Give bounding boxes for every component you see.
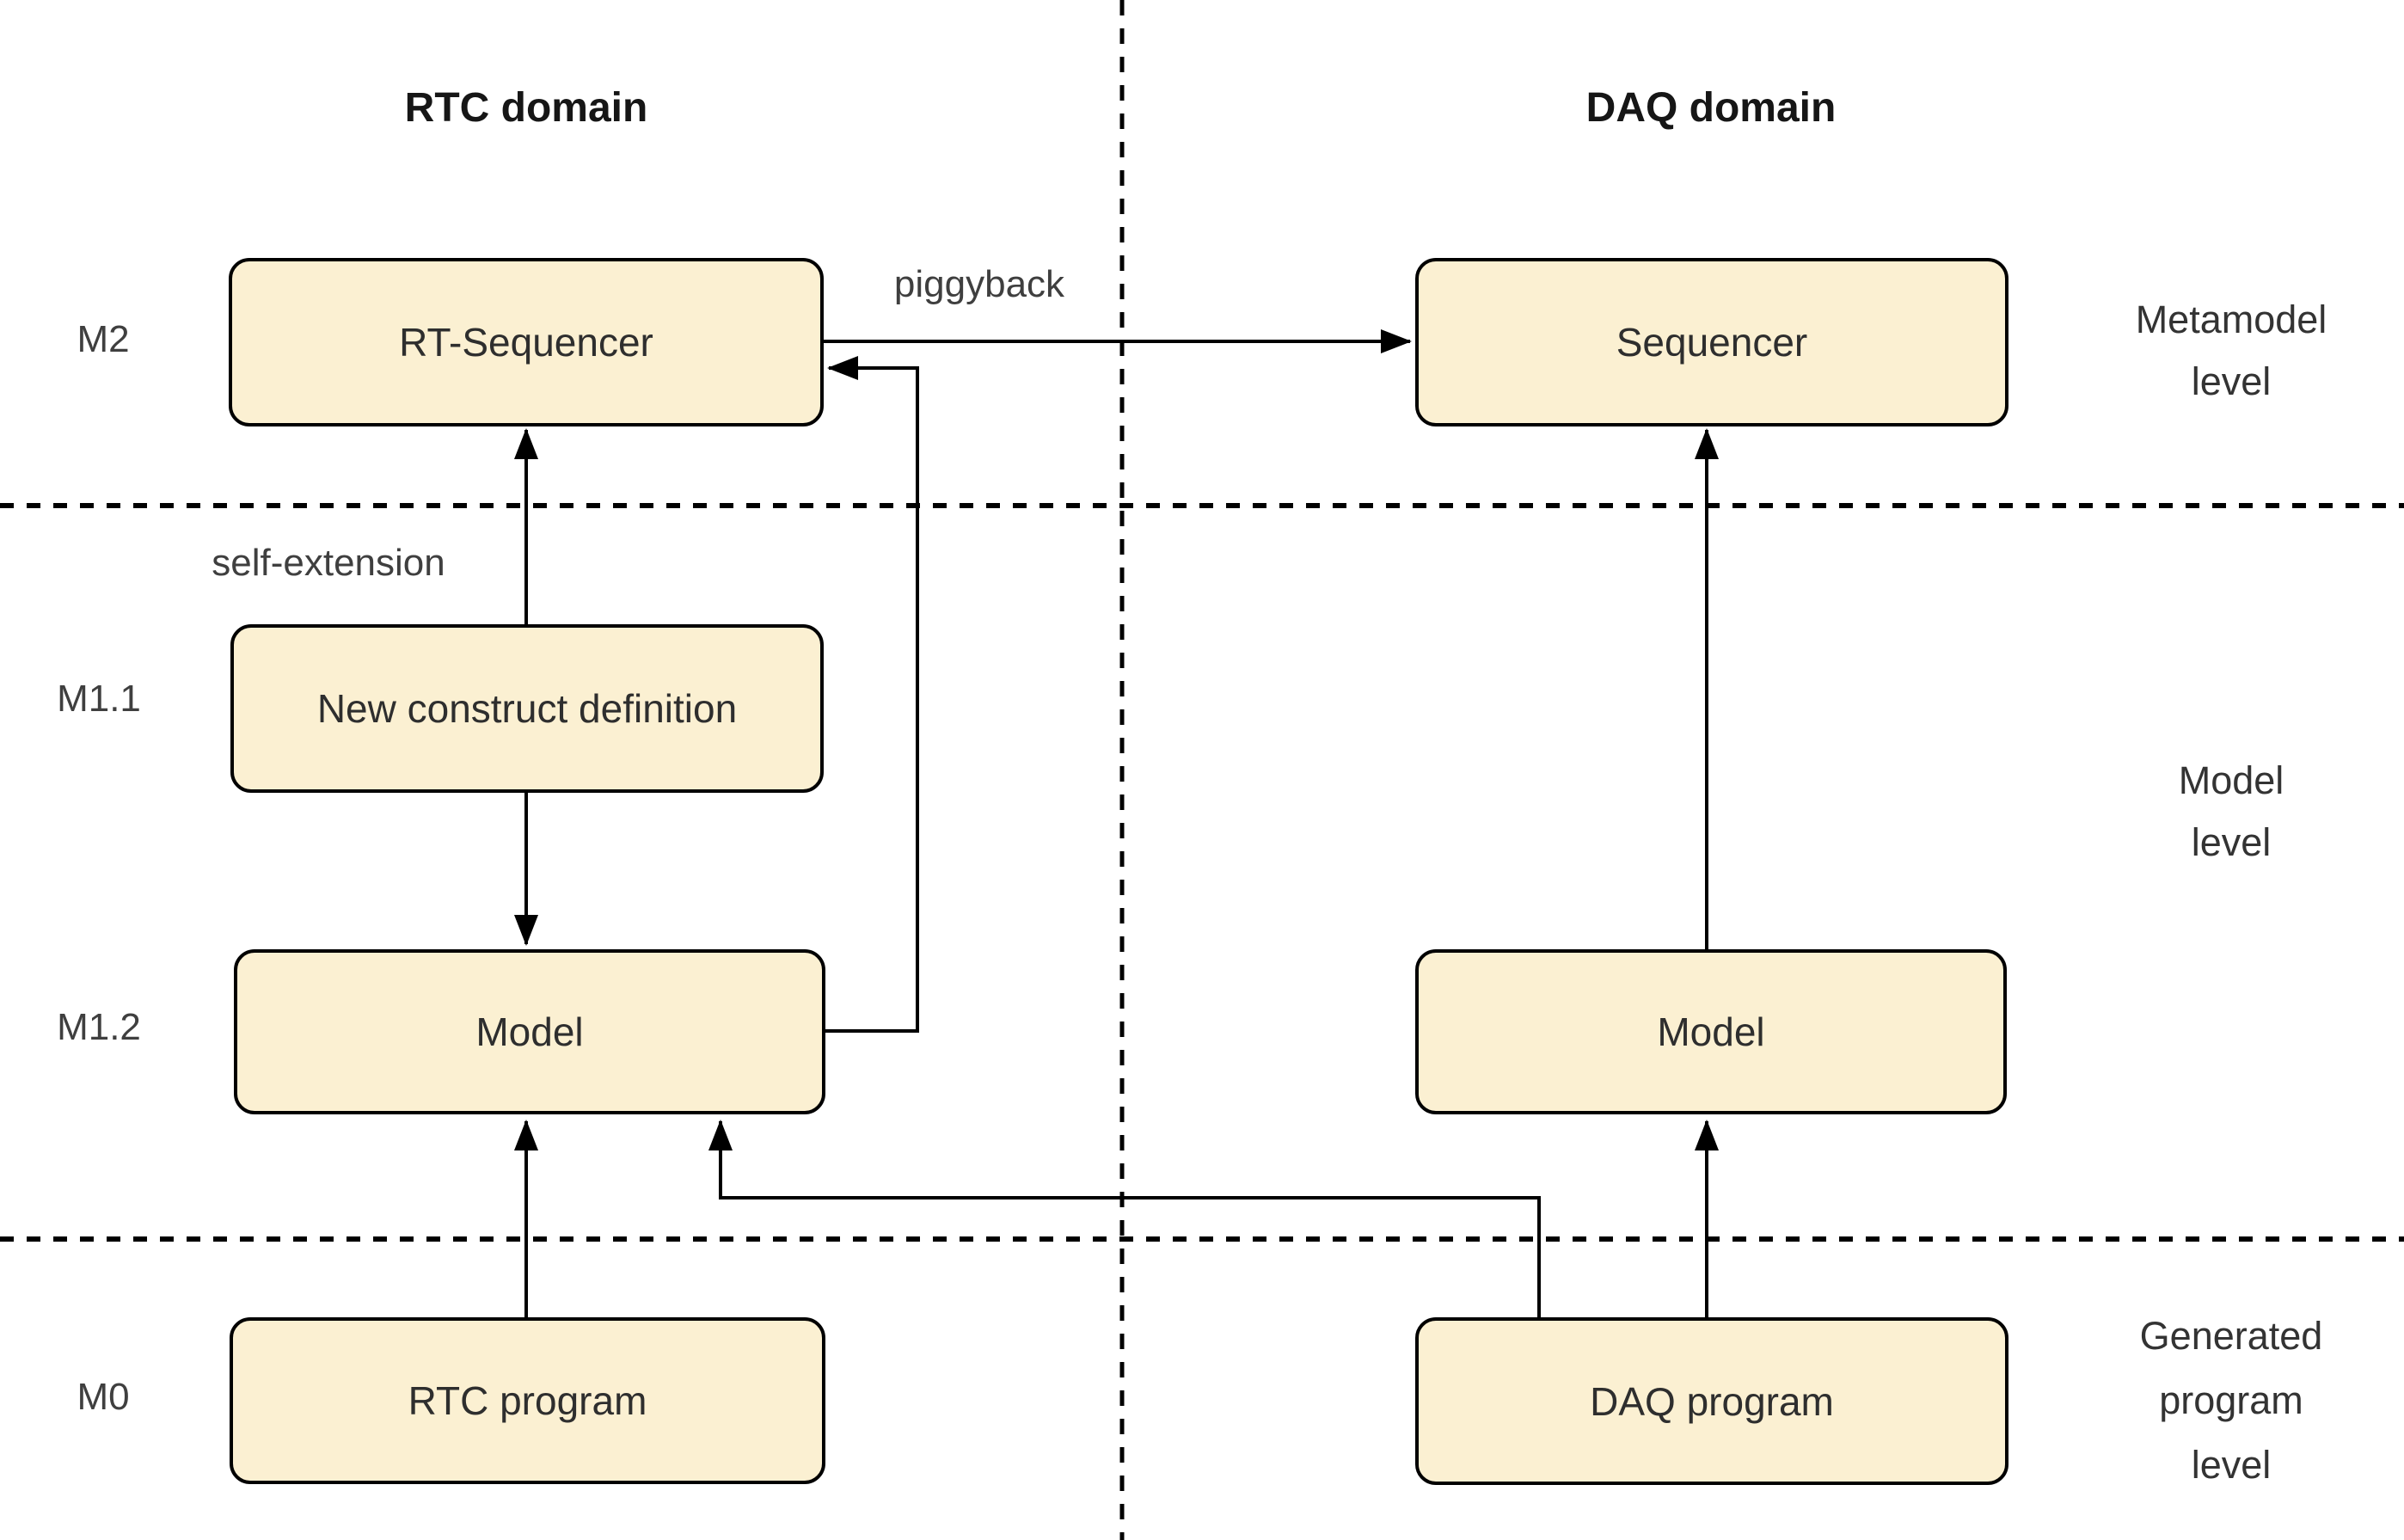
label-generated-program-level-line3: level	[2191, 1443, 2272, 1487]
box-daq-program: DAQ program	[1415, 1317, 2008, 1485]
label-m2: M2	[77, 318, 130, 360]
label-metamodel-level-line2: level	[2191, 359, 2272, 403]
arrow-model-to-rt-sequencer	[824, 356, 919, 1033]
label-model-level-line1: Model	[2178, 758, 2284, 802]
label-piggyback: piggyback	[893, 263, 1065, 305]
label-model-level-line2: level	[2191, 820, 2272, 864]
label-model-level: Model level	[2081, 750, 2382, 874]
box-rt-sequencer: RT-Sequencer	[229, 258, 824, 426]
label-generated-program-level-line1: Generated	[2139, 1314, 2323, 1358]
label-self-extension: self-extension	[212, 542, 445, 584]
label-m1-2: M1.2	[57, 1006, 141, 1048]
box-model-rtc: Model	[234, 949, 825, 1114]
label-m1-1: M1.1	[57, 678, 141, 720]
box-new-construct-definition: New construct definition	[230, 624, 824, 793]
box-sequencer: Sequencer	[1415, 258, 2008, 426]
label-generated-program-level: Generated program level	[2081, 1304, 2382, 1497]
label-metamodel-level-line1: Metamodel	[2135, 298, 2327, 341]
label-metamodel-level: Metamodel level	[2081, 289, 2382, 413]
rtc-domain-title: RTC domain	[404, 85, 648, 131]
box-rtc-program: RTC program	[230, 1317, 825, 1484]
label-generated-program-level-line2: program	[2159, 1378, 2303, 1422]
daq-domain-title: DAQ domain	[1585, 85, 1837, 131]
arrow-daq-program-to-model-rtc	[708, 1120, 1541, 1317]
box-model-daq: Model	[1415, 949, 2007, 1114]
label-m0: M0	[77, 1376, 130, 1418]
